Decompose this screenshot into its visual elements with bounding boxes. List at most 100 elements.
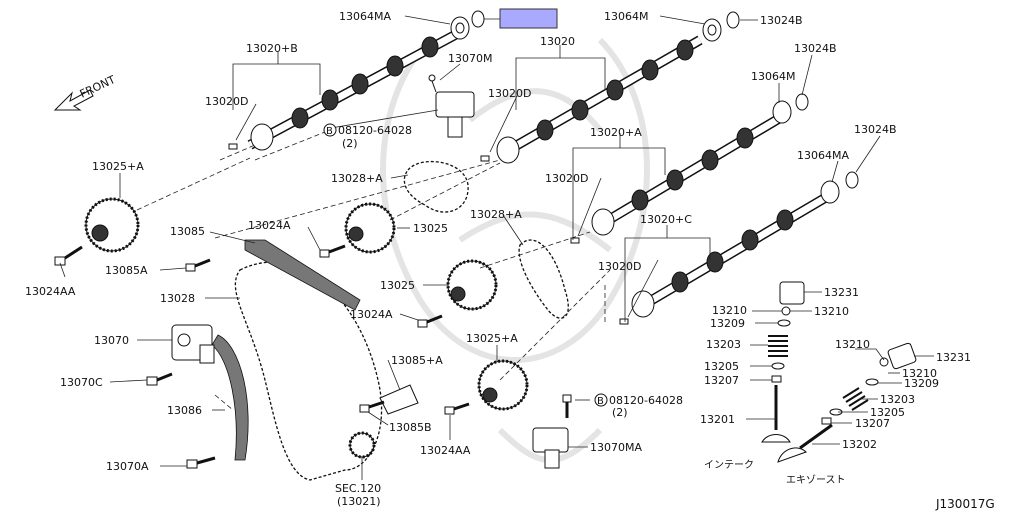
label-13020C[interactable]: 13020+C: [640, 213, 692, 226]
tensioner-13070: [171, 324, 215, 364]
valve-spring-13203-2: [842, 387, 869, 411]
label-08120-1-qty: (2): [342, 137, 358, 150]
label-13070MA[interactable]: 13070MA: [590, 441, 642, 454]
camshaft-13020B: [247, 30, 458, 151]
tensioner-13070MA: [532, 427, 569, 469]
sprocket-13025A-lower: [477, 359, 529, 411]
label-13201[interactable]: 13201: [700, 413, 735, 426]
label-13028[interactable]: 13028: [160, 292, 195, 305]
label-13070C[interactable]: 13070C: [60, 376, 103, 389]
secondary-chain-13028A-lower: [518, 239, 569, 319]
label-13086[interactable]: 13086: [167, 404, 202, 417]
label-13085B[interactable]: 13085B: [389, 421, 432, 434]
camshaft-seal-13064MA-right: [820, 180, 840, 204]
valve-lifter-13231-1: [779, 281, 805, 305]
tensioner-13070M: [428, 74, 475, 138]
label-13210-2[interactable]: 13210: [814, 305, 849, 318]
bolt-13085A: [185, 258, 211, 272]
highlight-box-13024B: [499, 8, 558, 29]
label-13210-1[interactable]: 13210: [712, 304, 747, 317]
label-13025A-1[interactable]: 13025+A: [92, 160, 144, 173]
label-intake: インテーク: [704, 459, 754, 471]
label-13025-1[interactable]: 13025: [413, 222, 448, 235]
label-13231-1[interactable]: 13231: [824, 286, 859, 299]
dowel-pin-13020D-4: [619, 318, 629, 325]
label-13024A-2[interactable]: 13024A: [350, 308, 393, 321]
label-13085[interactable]: 13085: [170, 225, 205, 238]
bolt-08120-lower: [562, 394, 572, 418]
label-13064MA-top[interactable]: 13064MA: [339, 10, 391, 23]
cam-plug-13024B-tr: [726, 11, 740, 29]
label-13020D-4[interactable]: 13020D: [598, 260, 641, 273]
label-13205-2[interactable]: 13205: [870, 406, 905, 419]
label-13025-2[interactable]: 13025: [380, 279, 415, 292]
label-13064M-top[interactable]: 13064M: [604, 10, 648, 23]
label-13207-2[interactable]: 13207: [855, 417, 890, 430]
label-13020D-3[interactable]: 13020D: [545, 172, 588, 185]
label-13070[interactable]: 13070: [94, 334, 129, 347]
label-08120-2-qty: (2): [612, 406, 628, 419]
label-13028A-1[interactable]: 13028+A: [331, 172, 383, 185]
crank-sprocket: [348, 431, 376, 459]
sprocket-13025-lower: [446, 259, 498, 311]
valve-seal-13207-2: [821, 417, 832, 425]
label-13020D-2[interactable]: 13020D: [488, 87, 531, 100]
label-13025A-2[interactable]: 13025+A: [466, 332, 518, 345]
label-13203-2[interactable]: 13203: [880, 393, 915, 406]
label-13210-4[interactable]: 13210: [902, 367, 937, 380]
label-sec120[interactable]: SEC.120: [335, 482, 381, 495]
bolt-13024AA-left: [54, 245, 83, 266]
cam-plug-13024B-right2: [845, 171, 859, 189]
camshaft-13020A: [591, 110, 788, 236]
dowel-pin-13020D-3: [570, 237, 580, 244]
label-13085A[interactable]: 13085A: [105, 264, 148, 277]
label-13024A[interactable]: 13024A: [248, 219, 291, 232]
label-13024B-right2[interactable]: 13024B: [854, 123, 897, 136]
front-label: FRONT: [78, 73, 118, 101]
bolt-13070A: [186, 456, 216, 469]
intake-valve-13201: [761, 385, 791, 443]
bolt-13024A-lower: [417, 314, 443, 328]
label-13020A[interactable]: 13020+A: [590, 126, 642, 139]
label-13210-3[interactable]: 13210: [835, 338, 870, 351]
bolt-13024AA-lower: [444, 402, 470, 415]
spring-retainer-13209-2: [865, 378, 879, 386]
secondary-chain-13028A-upper: [403, 160, 469, 213]
valve-seat-13205-1: [771, 362, 785, 370]
bolt-13024A-upper: [319, 244, 346, 258]
cam-plug-13024B-right1: [795, 93, 809, 111]
label-13085A-2[interactable]: 13085+A: [391, 354, 443, 367]
label-13070M[interactable]: 13070M: [448, 52, 492, 65]
label-13024B-right1[interactable]: 13024B: [794, 42, 837, 55]
label-13020B[interactable]: 13020+B: [246, 42, 298, 55]
label-13209-1[interactable]: 13209: [710, 317, 745, 330]
valve-keeper-13210-1: [781, 306, 791, 316]
label-13064M-right[interactable]: 13064M: [751, 70, 795, 83]
label-13024AA-2[interactable]: 13024AA: [420, 444, 471, 457]
label-13020D-1[interactable]: 13020D: [205, 95, 248, 108]
label-13203-1[interactable]: 13203: [706, 338, 741, 351]
label-13231-2[interactable]: 13231: [936, 351, 971, 364]
figure-code: J130017G: [935, 497, 995, 511]
label-13070A[interactable]: 13070A: [106, 460, 149, 473]
bolt-13085B: [359, 400, 385, 413]
label-08120-1[interactable]: 08120-64028: [338, 124, 412, 137]
label-13020[interactable]: 13020: [540, 35, 575, 48]
label-13024AA-1[interactable]: 13024AA: [25, 285, 76, 298]
valve-keeper-13210-2: [879, 357, 889, 367]
label-08120-2[interactable]: 08120-64028: [609, 394, 683, 407]
chain-guide-13085: [244, 239, 361, 311]
label-13205-1[interactable]: 13205: [704, 360, 739, 373]
label-13202[interactable]: 13202: [842, 438, 877, 451]
dowel-pin-13020D-1: [228, 143, 238, 150]
label-13024B-tr[interactable]: 13024B: [760, 14, 803, 27]
bolt-symbol-b-2-text: B: [597, 396, 604, 407]
label-13028A-2[interactable]: 13028+A: [470, 208, 522, 221]
exhaust-valve-13202: [777, 423, 833, 463]
label-13209-2[interactable]: 13209: [904, 377, 939, 390]
label-13207-1[interactable]: 13207: [704, 374, 739, 387]
label-13064MA-right[interactable]: 13064MA: [797, 149, 849, 162]
label-exhaust: エキゾースト: [786, 474, 846, 486]
